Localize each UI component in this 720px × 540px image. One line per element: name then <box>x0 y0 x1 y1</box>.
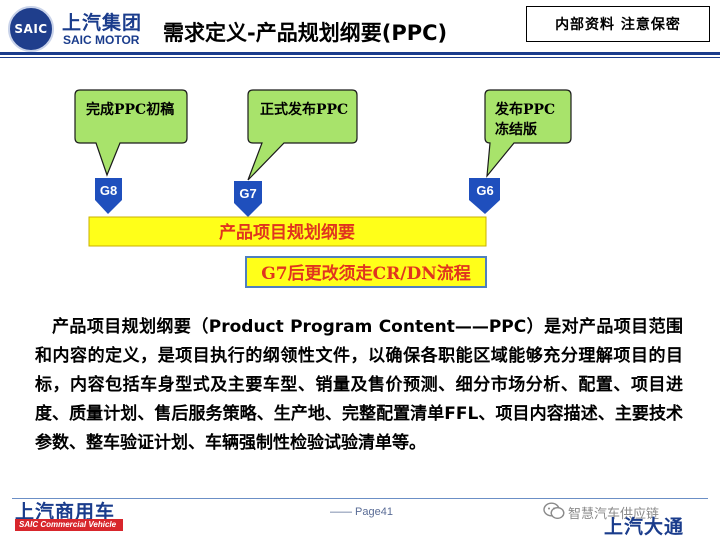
footer-logo-en: SAIC Commercial Vehicle <box>15 519 123 531</box>
header-divider-thin <box>0 57 720 58</box>
gate-label-g7: G7 <box>239 186 256 201</box>
page-number: —— Page41 <box>330 506 393 518</box>
gate-marker-g8 <box>95 178 122 214</box>
footer-divider <box>12 498 708 499</box>
milestone-callout-g8-line: 完成PPC初稿 <box>86 101 174 118</box>
milestone-diagram: 完成PPC初稿 正式发布PPC 发布PPC 冻结版 G8 G7 G6 产品项目规划… <box>74 89 572 288</box>
gate-marker-g6 <box>469 178 500 214</box>
main-program-bar-label: 产品项目规划纲要 <box>219 222 355 243</box>
logo-company-name-cn: 上汽集团 <box>62 12 143 34</box>
milestone-callout-g7-text: 正式发布PPC <box>260 101 348 118</box>
milestone-callout-g8 <box>74 89 188 177</box>
milestone-callout-g7 <box>247 89 358 181</box>
logo-company-name-en: SAIC MOTOR <box>63 33 140 47</box>
logo-badge-text: SAIC <box>14 22 48 36</box>
saic-logo-icon: SAIC <box>8 6 54 52</box>
footer-brand-logo: 上汽大通 <box>604 516 685 538</box>
milestone-callout-g8-text: 完成PPC初稿 <box>86 101 174 118</box>
change-process-bar-label: G7后更改须走CR/DN流程 <box>261 263 471 284</box>
slide-title: 需求定义-产品规划纲要(PPC) <box>163 21 448 45</box>
milestone-callout-g6-line: 冻结版 <box>495 121 537 138</box>
header-divider <box>0 52 720 55</box>
main-program-bar <box>88 216 487 247</box>
milestone-callout-g7-line: 正式发布PPC <box>260 101 348 118</box>
gate-marker-g7 <box>234 181 262 217</box>
change-process-bar <box>245 256 487 288</box>
wechat-icon <box>543 502 565 520</box>
milestone-callout-g6 <box>484 89 572 178</box>
milestone-callout-g6-line: 发布PPC <box>494 101 555 118</box>
ppc-description: 产品项目规划纲要（Product Program Content——PPC）是对… <box>35 317 683 453</box>
gate-label-g8: G8 <box>100 183 117 198</box>
milestone-callout-g6-text: 发布PPC 冻结版 <box>494 101 555 138</box>
footer-logo-cn: 上汽商用车 <box>15 501 116 523</box>
confidential-notice: 内部资料 注意保密 <box>526 6 710 42</box>
gate-label-g6: G6 <box>476 183 493 198</box>
wechat-account-label: 智慧汽车供应链 <box>568 507 660 522</box>
